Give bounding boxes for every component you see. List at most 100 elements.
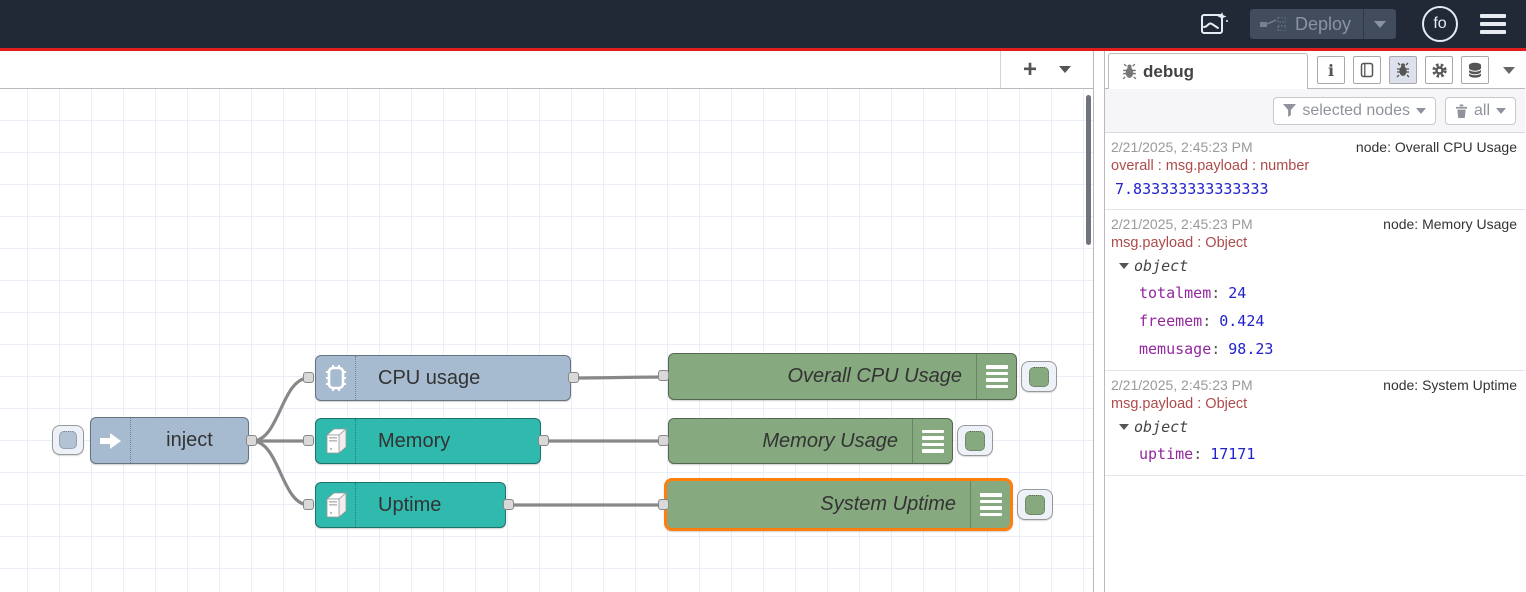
tab-help-button[interactable]	[1353, 56, 1381, 84]
debug-toggle-button[interactable]	[957, 425, 993, 456]
wires-layer	[250, 375, 666, 507]
input-port[interactable]	[658, 370, 669, 381]
node-label: CPU usage	[378, 366, 481, 389]
flow-list-caret[interactable]	[1059, 66, 1071, 73]
flow-tab-bar: +	[0, 51, 1093, 89]
tab-debug-label: debug	[1143, 61, 1194, 81]
message-timestamp: 2/21/2025, 2:45:23 PM	[1111, 377, 1253, 393]
filter-caret-icon	[1415, 107, 1426, 114]
object-field: uptime17171	[1111, 440, 1517, 468]
clear-label: all	[1473, 101, 1490, 119]
input-port[interactable]	[658, 499, 669, 510]
message-value: 7.833333333333333	[1115, 180, 1269, 198]
node-uptime[interactable]: Uptime	[315, 482, 506, 528]
message-timestamp: 2/21/2025, 2:45:23 PM	[1111, 139, 1253, 155]
input-port[interactable]	[303, 499, 314, 510]
debug-toolbar: selected nodes all	[1105, 89, 1525, 133]
message-source-node[interactable]: node: Memory Usage	[1383, 216, 1517, 232]
debug-output-icon	[912, 419, 952, 463]
message-property-path: msg.payload : Object	[1111, 235, 1248, 251]
flow-tab-actions: +	[1000, 51, 1093, 88]
gear-icon	[1431, 62, 1447, 78]
tab-context-button[interactable]	[1461, 56, 1489, 84]
server-icon	[316, 483, 356, 527]
input-port[interactable]	[303, 435, 314, 446]
object-label: object	[1134, 418, 1189, 436]
avatar-initials: fo	[1433, 15, 1447, 32]
node-debug-overall-cpu[interactable]: Overall CPU Usage	[668, 353, 1017, 400]
tab-debug-button[interactable]	[1389, 56, 1417, 84]
debug-output-icon	[970, 481, 1010, 528]
wire[interactable]	[250, 439, 311, 507]
bug-icon	[1122, 63, 1137, 80]
debug-toggle-button[interactable]	[1017, 489, 1053, 520]
add-flow-button[interactable]: +	[1022, 55, 1037, 83]
inject-icon	[91, 418, 131, 463]
message-property-path: overall : msg.payload : number	[1111, 158, 1310, 174]
object-field: memusage98.23	[1111, 335, 1517, 363]
message-source-node[interactable]: node: Overall CPU Usage	[1355, 139, 1517, 155]
message-timestamp: 2/21/2025, 2:45:23 PM	[1111, 216, 1253, 232]
node-memory[interactable]: Memory	[315, 418, 541, 464]
node-debug-memory-usage[interactable]: Memory Usage	[668, 418, 953, 464]
sidebar-tab-bar: debug i	[1105, 51, 1525, 89]
node-label: inject	[166, 429, 213, 451]
flow-assistant-icon[interactable]	[1194, 4, 1236, 44]
debug-message: 2/21/2025, 2:45:23 PM node: Memory Usage…	[1105, 210, 1525, 371]
node-label: Overall CPU Usage	[787, 365, 962, 387]
debug-sidebar: debug i	[1104, 51, 1525, 592]
clear-messages-button[interactable]: all	[1444, 96, 1516, 125]
app-header: Deploy fo	[0, 0, 1526, 48]
header-accent-line	[0, 48, 1526, 51]
debug-toggle-button[interactable]	[1021, 361, 1057, 392]
debug-message-list[interactable]: 2/21/2025, 2:45:23 PM node: Overall CPU …	[1105, 133, 1525, 592]
object-label: object	[1134, 257, 1189, 275]
tab-debug[interactable]: debug	[1108, 53, 1308, 89]
main-menu-icon[interactable]	[1480, 14, 1506, 34]
node-label: Memory Usage	[762, 429, 898, 452]
collapse-object-caret[interactable]	[1119, 424, 1129, 430]
flow-canvas[interactable]: inject CPU usage	[0, 89, 1093, 592]
node-label: System Uptime	[820, 493, 956, 515]
object-field: totalmem24	[1111, 279, 1517, 307]
info-icon: i	[1327, 60, 1335, 80]
server-icon	[316, 419, 356, 463]
canvas-vertical-scrollbar[interactable]	[1086, 95, 1091, 245]
input-port[interactable]	[303, 372, 314, 383]
deploy-button[interactable]: Deploy	[1249, 9, 1396, 39]
node-cpu-usage[interactable]: CPU usage	[315, 355, 571, 401]
workspace: +	[0, 51, 1094, 592]
collapse-object-caret[interactable]	[1119, 263, 1129, 269]
debug-message: 2/21/2025, 2:45:23 PM node: System Uptim…	[1105, 371, 1525, 476]
database-icon	[1468, 62, 1482, 78]
deploy-label: Deploy	[1294, 13, 1351, 34]
output-port[interactable]	[246, 435, 257, 446]
sidebar-resize-gutter[interactable]	[1094, 51, 1104, 592]
output-port[interactable]	[568, 372, 579, 383]
node-label: Uptime	[378, 493, 442, 516]
sidebar-options-caret[interactable]	[1503, 66, 1515, 74]
wire[interactable]	[572, 375, 666, 380]
deploy-options-caret[interactable]	[1363, 9, 1386, 39]
filter-icon	[1283, 104, 1297, 117]
debug-output-icon	[976, 354, 1016, 399]
clear-caret-icon	[1496, 107, 1506, 114]
output-port[interactable]	[503, 499, 514, 510]
input-port[interactable]	[658, 435, 669, 446]
deploy-icon	[1259, 17, 1286, 31]
filter-button[interactable]: selected nodes	[1273, 96, 1436, 125]
filter-label: selected nodes	[1302, 101, 1410, 119]
inject-trigger-button[interactable]	[52, 425, 84, 455]
wire[interactable]	[250, 376, 311, 443]
node-inject[interactable]: inject	[90, 417, 249, 464]
debug-message: 2/21/2025, 2:45:23 PM node: Overall CPU …	[1105, 133, 1525, 210]
node-label: Memory	[378, 429, 451, 452]
node-debug-system-uptime[interactable]: System Uptime	[664, 478, 1013, 531]
trash-icon	[1455, 104, 1468, 118]
tab-info-button[interactable]: i	[1317, 56, 1345, 84]
tab-config-button[interactable]	[1425, 56, 1453, 84]
output-port[interactable]	[538, 435, 549, 446]
user-avatar[interactable]: fo	[1422, 6, 1458, 42]
message-source-node[interactable]: node: System Uptime	[1383, 377, 1517, 393]
microchip-icon	[316, 356, 356, 400]
